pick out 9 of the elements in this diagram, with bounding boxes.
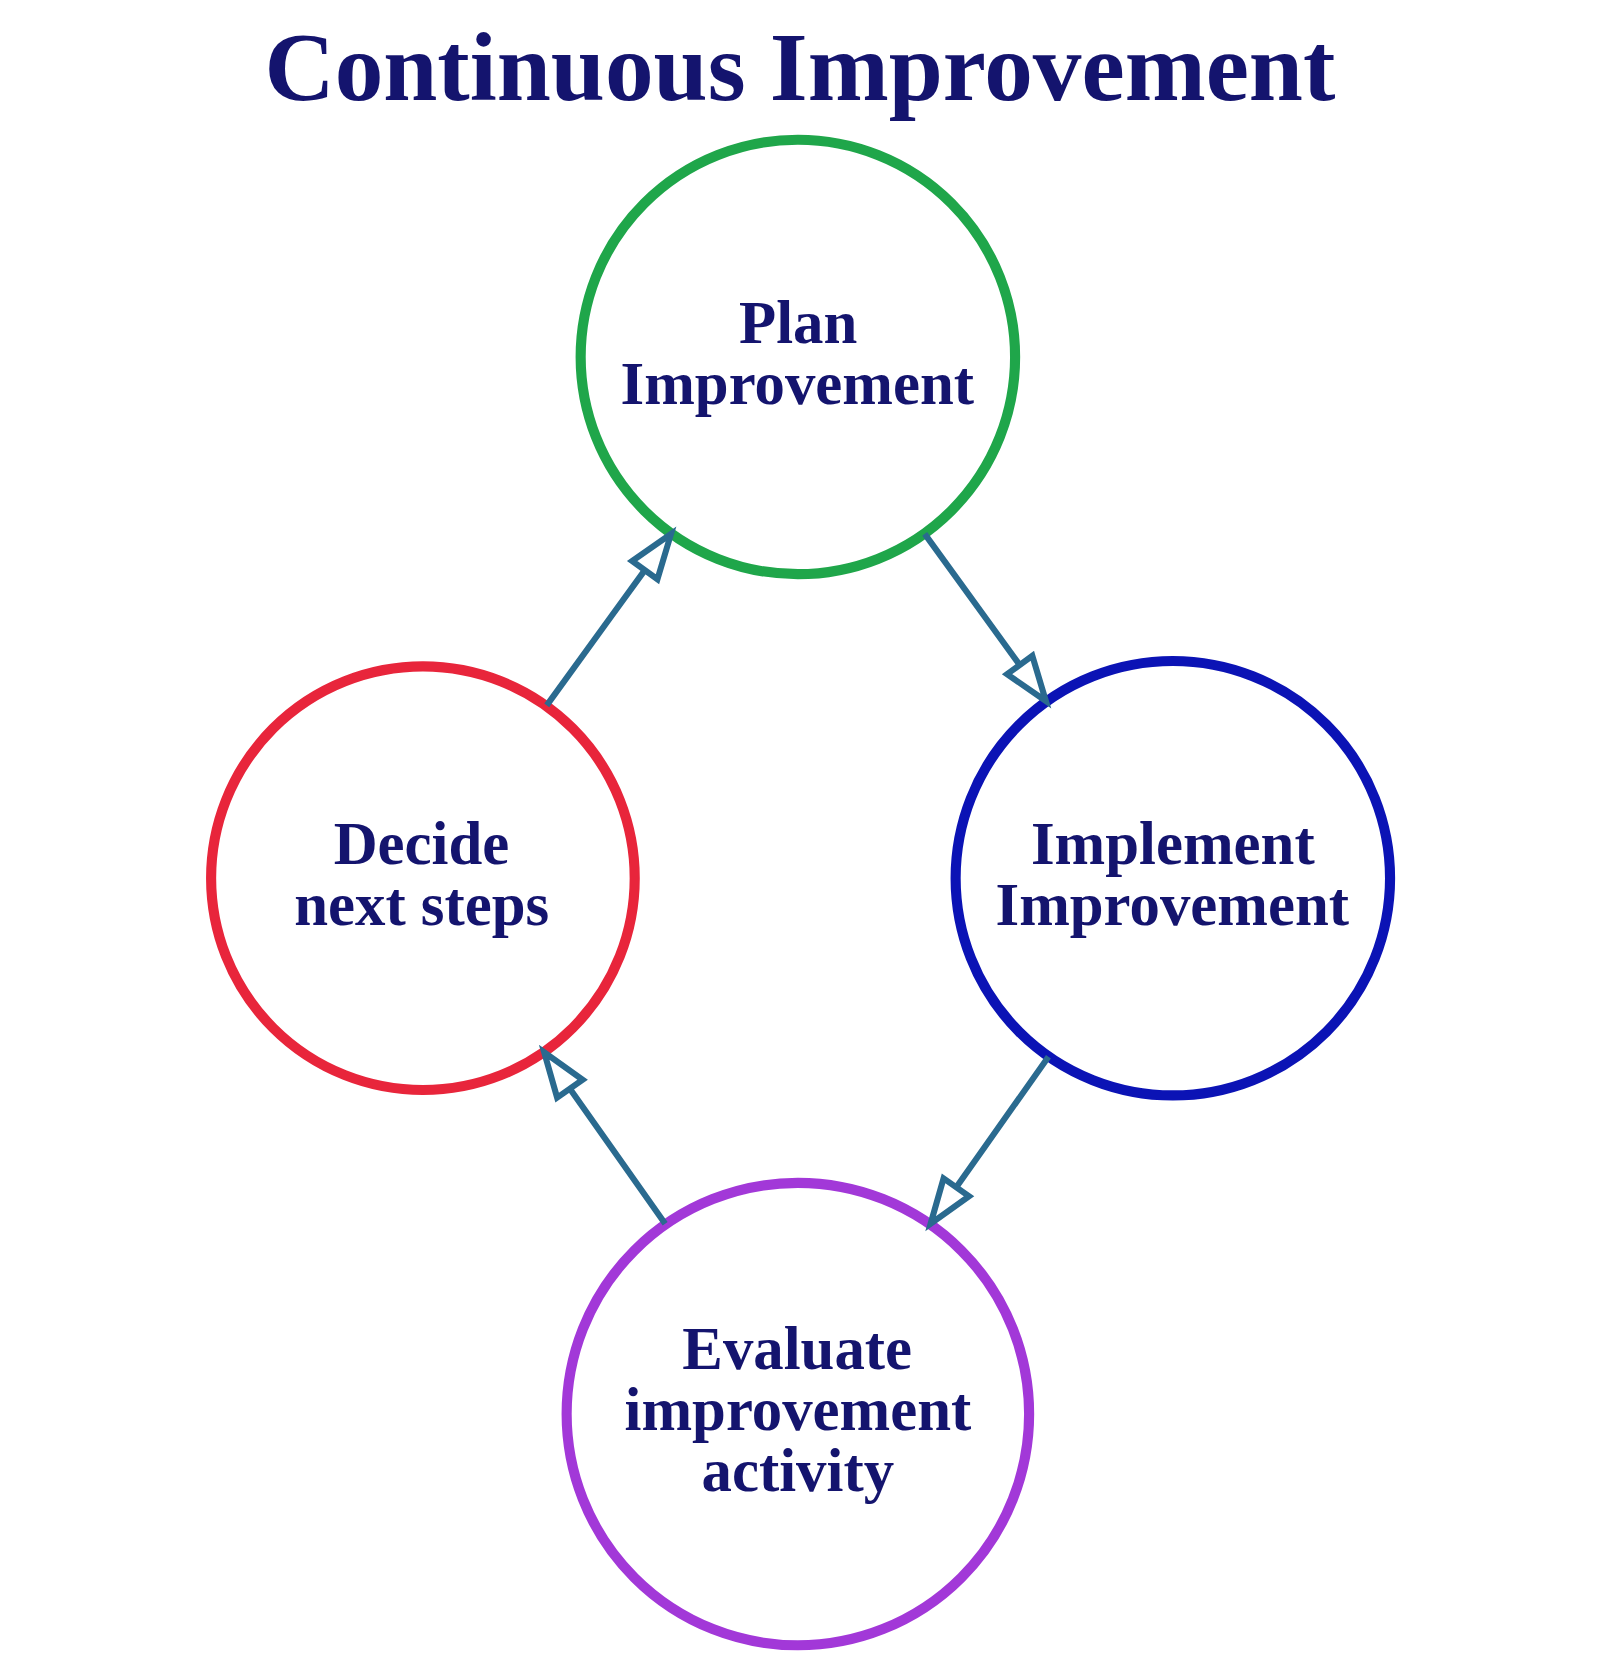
- arrow: [538, 1044, 668, 1226]
- arrow: [924, 1054, 1051, 1232]
- node-circle: Implement Improvement: [950, 655, 1395, 1101]
- node-circle: Plan Improvement: [575, 134, 1020, 580]
- arrow: [921, 532, 1051, 709]
- arrow: [543, 526, 676, 708]
- diagram-title: Continuous Improvement: [263, 13, 1335, 122]
- node-circle: Evaluate improvement activity: [561, 1177, 1034, 1651]
- node-circle: Decide next steps: [205, 661, 640, 1096]
